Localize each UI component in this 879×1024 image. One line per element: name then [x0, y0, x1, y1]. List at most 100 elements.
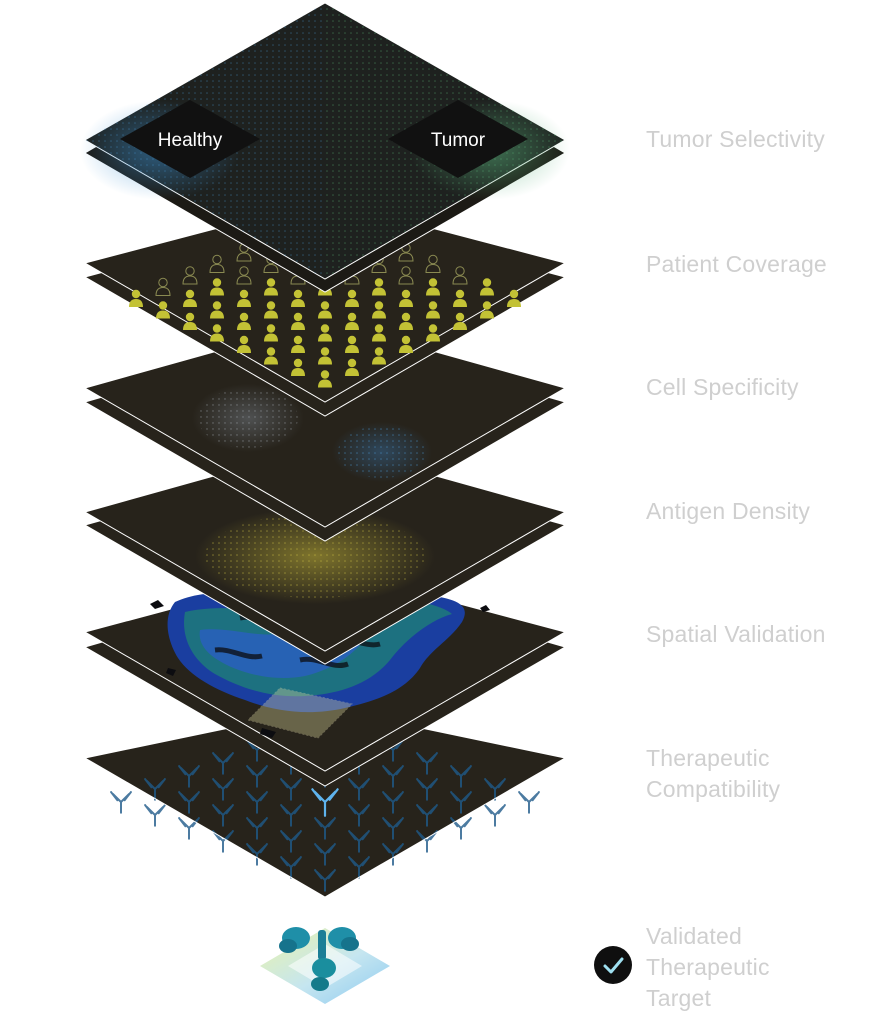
patient-icon: [318, 301, 332, 319]
antibody-icon: [382, 765, 404, 788]
patient-icon: [425, 254, 441, 273]
patient-icon: [426, 324, 440, 342]
patient-icon: [453, 312, 467, 330]
label-cell-specificity: Cell Specificity: [646, 374, 799, 400]
antibody-icon: [348, 804, 370, 827]
antibody-icon: [348, 830, 370, 853]
antibody-icon: [416, 804, 438, 827]
antibody-icon: [110, 791, 132, 814]
patient-icon: [372, 347, 386, 365]
antibody-icon: [246, 843, 268, 866]
antibody-icon: [178, 765, 200, 788]
patient-icon: [398, 266, 414, 285]
layer-therapeutic-compatibility: [83, 707, 567, 898]
antibody-icon: [144, 804, 166, 827]
patient-icon: [237, 312, 251, 330]
patient-icon: [237, 335, 251, 353]
healthy-region: [120, 100, 260, 178]
patient-icon: [291, 289, 305, 307]
healthy-label: Healthy: [158, 130, 223, 151]
antibody-icon: [382, 817, 404, 840]
antibody-icon: [212, 830, 234, 853]
layer-tile-edge: [83, 707, 567, 898]
antibody-icon: [314, 817, 336, 840]
patient-icon: [480, 278, 494, 296]
patient-icon: [155, 277, 171, 296]
highlighted-antibody-icon: [311, 788, 339, 817]
patient-icon: [210, 278, 224, 296]
patient-icon: [237, 289, 251, 307]
antibody-icon: [246, 791, 268, 814]
label-tumor-selectivity: Tumor Selectivity: [646, 126, 825, 152]
antibody-icon: [246, 817, 268, 840]
antibody-icon: [416, 778, 438, 801]
patient-icon: [264, 324, 278, 342]
antibody-icon: [314, 843, 336, 866]
patient-icon: [182, 266, 198, 285]
label-therapeutic-compatibility: Therapeutic Compatibility: [646, 745, 781, 802]
patient-icon: [264, 278, 278, 296]
patient-icon: [291, 358, 305, 376]
antibody-icon: [382, 791, 404, 814]
antibody-icon: [348, 856, 370, 879]
antibody-icon: [416, 830, 438, 853]
antibody-icon: [178, 791, 200, 814]
antibody-icon: [246, 765, 268, 788]
validated-target-base: [260, 927, 390, 1004]
patient-icon: [209, 254, 225, 273]
patient-icon: [452, 266, 468, 285]
zoom-region: [247, 687, 353, 739]
patient-icon: [399, 312, 413, 330]
patient-icon: [183, 312, 197, 330]
tumor-label: Tumor: [431, 130, 486, 151]
label-spatial-validation: Spatial Validation: [646, 621, 826, 647]
antibody-icon: [212, 778, 234, 801]
patient-icon: [210, 324, 224, 342]
patient-icon: [318, 347, 332, 365]
tumor-cell-dots: [338, 426, 426, 478]
antibody-icon: [416, 752, 438, 775]
patient-icon: [399, 335, 413, 353]
antibody-icon: [518, 791, 540, 814]
antibody-icon: [144, 778, 166, 801]
layer-antigen-density: [83, 444, 567, 665]
patient-icon: [318, 370, 332, 388]
layer-tile: [83, 199, 567, 403]
patient-icon: [480, 301, 494, 319]
patient-icon: [156, 301, 170, 319]
tumor-region: [388, 100, 528, 178]
patient-icon: [264, 347, 278, 365]
patient-icon: [236, 266, 252, 285]
patient-icon: [372, 301, 386, 319]
patient-icon: [453, 289, 467, 307]
antibody-icon: [178, 817, 200, 840]
patient-icon-grid: [129, 208, 521, 388]
patient-icon: [210, 301, 224, 319]
patient-icon: [345, 289, 359, 307]
antibody-icon: [484, 804, 506, 827]
label-validated-therapeutic-target: Validated Therapeutic Target: [646, 923, 770, 1011]
antibody-structure-icon: [279, 927, 359, 991]
antibody-icon: [450, 791, 472, 814]
patient-icon: [372, 324, 386, 342]
antibody-icon: [212, 804, 234, 827]
patient-icon: [372, 278, 386, 296]
antibody-field: [110, 713, 540, 892]
label-patient-coverage: Patient Coverage: [646, 251, 827, 277]
patient-icon: [129, 289, 143, 307]
patient-icon: [345, 312, 359, 330]
patient-icon: [345, 335, 359, 353]
patient-icon: [426, 301, 440, 319]
layer-cell-specificity: [83, 320, 567, 542]
antibody-icon: [314, 869, 336, 892]
antibody-icon: [348, 778, 370, 801]
antibody-icon: [280, 778, 302, 801]
patient-icon: [399, 289, 413, 307]
layer-tumor-selectivity: Healthy Tumor: [80, 2, 570, 293]
patient-icon: [183, 289, 197, 307]
patient-icon: [318, 324, 332, 342]
antibody-icon: [280, 830, 302, 853]
layer-patient-coverage: [83, 199, 567, 417]
patient-icon: [291, 312, 305, 330]
